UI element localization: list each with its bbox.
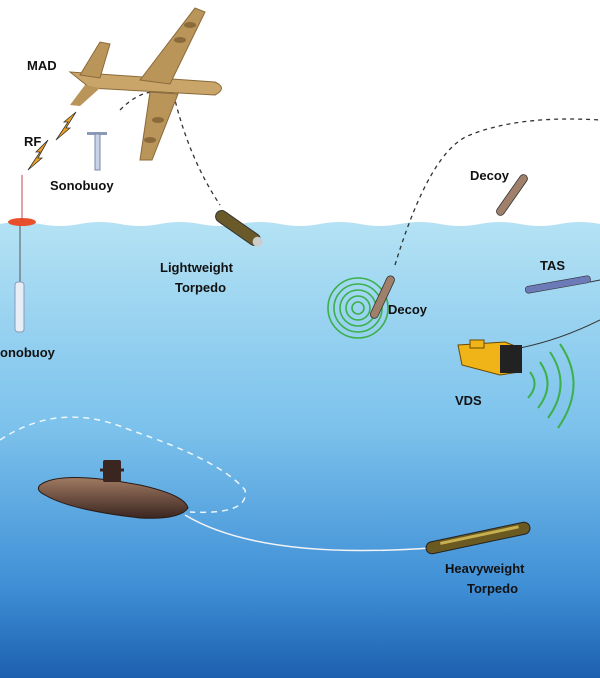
vds-tow-cable: [519, 319, 600, 349]
label-lightweight-torpedo-2: Torpedo: [175, 280, 226, 295]
label-heavyweight-torpedo-2: Torpedo: [467, 581, 518, 596]
label-heavyweight-torpedo-1: Heavyweight: [445, 561, 525, 576]
submarine-loop-path: [0, 416, 247, 514]
sonobuoy-air-icon: [87, 132, 107, 171]
tas-tow-cable: [589, 279, 600, 283]
label-sonobuoy-water: onobuoy: [0, 345, 56, 360]
heavyweight-torpedo-icon: [425, 521, 531, 555]
label-mad: MAD: [27, 58, 57, 73]
lightweight-torpedo-icon: [215, 210, 263, 247]
patrol-aircraft-icon: [68, 7, 222, 161]
label-sonobuoy-air: Sonobuoy: [50, 178, 114, 193]
decoy-air-icon: [496, 174, 528, 216]
aircraft-torpedo-drop-path: [119, 91, 221, 206]
vds-sonar-waves-icon: [527, 343, 575, 429]
label-lightweight-torpedo-1: Lightweight: [160, 260, 234, 275]
label-rf: RF: [24, 134, 41, 149]
submarine-icon: [37, 460, 189, 519]
decoy-water-icon: [369, 275, 395, 319]
variable-depth-sonar-icon: [457, 339, 522, 376]
rf-signal-icon: [27, 111, 77, 171]
decoy-trajectory-path: [394, 118, 600, 266]
label-tas: TAS: [540, 258, 565, 273]
label-decoy-air: Decoy: [470, 168, 510, 183]
sonobuoy-deployed-icon: [8, 175, 36, 333]
sea: [0, 222, 600, 678]
towed-array-sonar-icon: [524, 275, 591, 294]
heavyweight-guidance-wire: [184, 514, 431, 552]
label-decoy-water: Decoy: [388, 302, 428, 317]
label-vds: VDS: [455, 393, 482, 408]
